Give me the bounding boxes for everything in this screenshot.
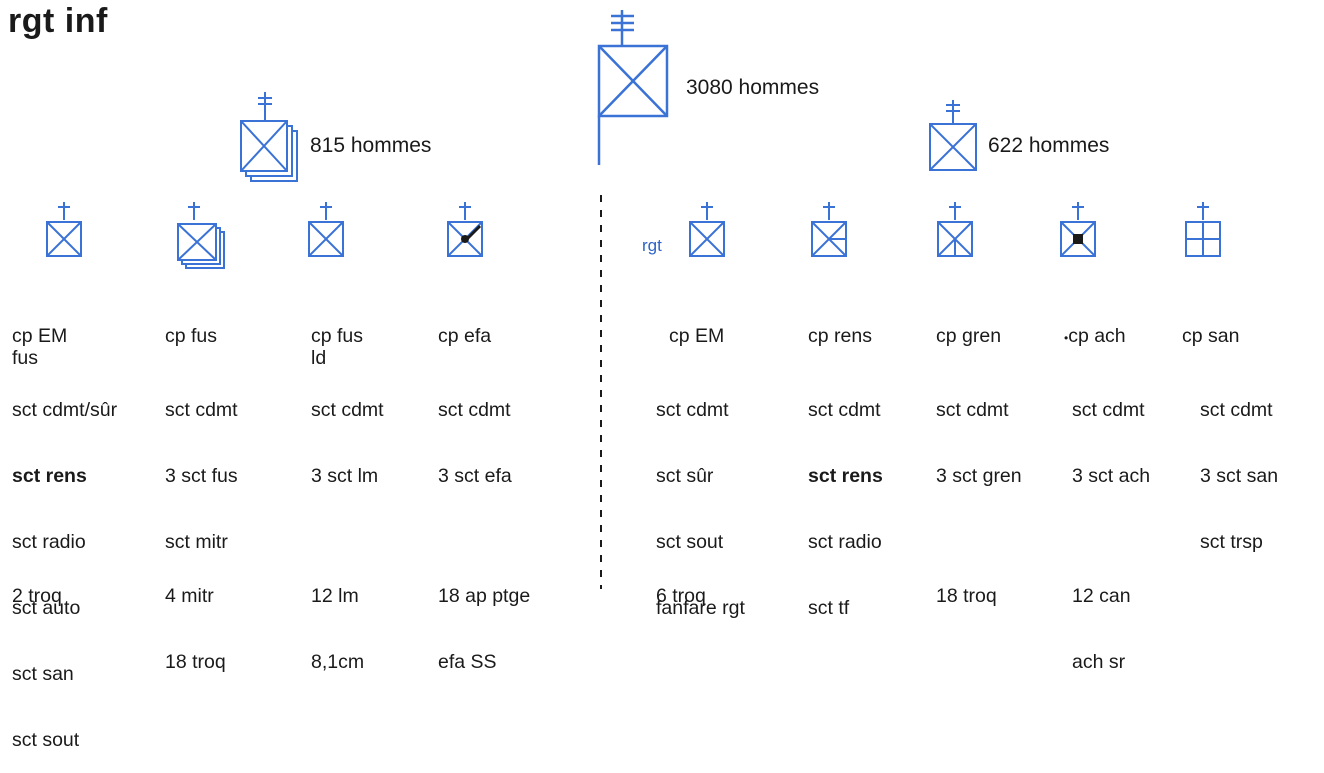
unit-sections: sct cdmt 3 sct lm <box>311 399 384 487</box>
unit-equipment: 4 mitr 18 troq <box>165 585 226 673</box>
right-battalion-strength: 622 hommes <box>988 134 1110 157</box>
unit-sections: sct cdmt 3 sct efa <box>438 399 512 487</box>
unit-name: cp rens <box>808 325 872 347</box>
cp-em-fus-icon <box>46 202 82 257</box>
unit-sections: sct cdmt sct rens sct radio sct tf <box>808 399 883 619</box>
unit-name: cp san <box>1182 325 1240 347</box>
unit-equipment: 2 troq <box>12 585 62 607</box>
star-marker: • <box>1064 331 1069 345</box>
unit-equipment: 18 troq <box>936 585 997 607</box>
cp-gren-icon <box>937 202 973 257</box>
cp-efa-icon <box>447 202 483 257</box>
cp-rens-icon <box>811 202 847 257</box>
unit-equipment: 12 lm 8,1cm <box>311 585 365 673</box>
unit-equipment: 12 can ach sr <box>1072 585 1131 673</box>
org-chart-symbols <box>46 10 1221 589</box>
cp-fus-icon <box>177 202 225 269</box>
right-battalion-icon <box>929 100 977 171</box>
cp-san-icon <box>1185 202 1221 257</box>
unit-sections: sct cdmt 3 sct san sct trsp <box>1200 399 1279 553</box>
left-battalion-icon <box>240 92 298 182</box>
unit-equipment: 6 troq <box>656 585 706 607</box>
unit-sections: sct cdmt 3 sct gren <box>936 399 1022 487</box>
unit-name: cp efa <box>438 325 492 347</box>
unit-sections: sct cdmt 3 sct fus sct mitr <box>165 399 238 553</box>
cp-fus-ld-icon <box>308 202 344 257</box>
unit-name: cp fus <box>165 325 218 347</box>
regiment-hq-icon <box>597 10 669 165</box>
unit-name: cp EM <box>669 325 725 347</box>
page-title: rgt inf <box>8 2 108 40</box>
cp-ach-icon <box>1060 202 1096 257</box>
regiment-strength: 3080 hommes <box>686 76 820 99</box>
unit-name: •cp ach <box>1064 325 1126 347</box>
unit-sections: sct cdmt 3 sct ach <box>1072 399 1151 487</box>
unit-name: cp gren <box>936 325 1002 347</box>
left-battalion-strength: 815 hommes <box>310 134 432 157</box>
cp-em-icon <box>689 202 725 257</box>
unit-equipment: 18 ap ptge efa SS <box>438 585 531 673</box>
rgt-tag: rgt <box>642 236 662 255</box>
